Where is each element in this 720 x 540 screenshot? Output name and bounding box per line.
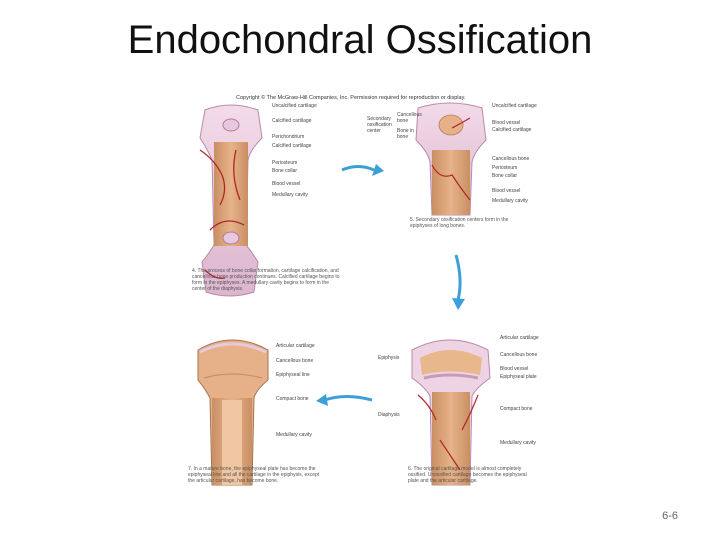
- panel7-label: Cancellous bone: [276, 358, 314, 364]
- arrow-down: [452, 254, 465, 310]
- panel4-label: Bone collar: [272, 168, 298, 174]
- panel7-label: Articular cartilage: [276, 343, 315, 349]
- panel6-label: Epiphyseal plate: [500, 374, 537, 380]
- panel4-label: Uncalcified cartilage: [272, 103, 317, 109]
- panel5-label: Bone collar: [492, 173, 518, 179]
- panel7-caption: 7. In a mature bone, the epiphyseal plat…: [188, 466, 320, 484]
- panel5-label: Blood vessel: [492, 120, 521, 126]
- panel6-label: Epiphysis: [378, 355, 400, 361]
- panel6-label: Articular cartilage: [500, 335, 539, 341]
- panel4-label: Calcified cartilage: [272, 118, 312, 124]
- panel7-label: Medullary cavity: [276, 432, 312, 438]
- panel7-bone: [197, 339, 269, 486]
- panel6-label: Cancellous bone: [500, 352, 538, 358]
- panel5-label: Bone in bone: [397, 128, 414, 140]
- panel5-label: Cancellous bone: [492, 156, 530, 162]
- panel5-label: Periosteum: [492, 165, 518, 171]
- panel4-bone: [199, 104, 263, 297]
- panel6-bone: [411, 339, 491, 486]
- panel4-label: Medullary cavity: [272, 192, 308, 198]
- panel6-label: Medullary cavity: [500, 440, 536, 446]
- panel7-label: Compact bone: [276, 396, 309, 402]
- panel6-label: Diaphysis: [378, 412, 400, 418]
- copyright-notice: Copyright © The McGraw-Hill Companies, I…: [236, 95, 466, 101]
- arrow-left: [316, 394, 373, 406]
- panel5-label: Cancellous bone: [397, 112, 422, 124]
- panel5-label: Blood vessel: [492, 188, 521, 194]
- panel6-label: Blood vessel: [500, 366, 529, 372]
- panel5-label: Uncalcified cartilage: [492, 103, 537, 109]
- panel4-label: Calcified cartilage: [272, 143, 312, 149]
- panel5-label: Calcified cartilage: [492, 127, 532, 133]
- slide-title: Endochondral Ossification: [127, 18, 593, 62]
- panel5-label: Medullary cavity: [492, 198, 528, 204]
- panel4-label: Perichondrium: [272, 134, 305, 140]
- panel6-label: Compact bone: [500, 406, 533, 412]
- panel5-bone: [415, 102, 487, 216]
- panel4-caption: 4. The process of bone collar formation,…: [192, 268, 340, 292]
- panel4-label: Blood vessel: [272, 181, 301, 187]
- panel5-caption: 5. Secondary ossification centers form i…: [410, 217, 509, 229]
- panel7-label: Epiphyseal line: [276, 372, 310, 378]
- panel6-caption: 6. The original cartilage model is almos…: [408, 466, 527, 484]
- panel4-label: Periosteum: [272, 160, 298, 166]
- panel5-label: Secondary ossification center: [367, 116, 392, 134]
- page-number: 6-6: [662, 510, 678, 522]
- arrow-right: [341, 164, 384, 176]
